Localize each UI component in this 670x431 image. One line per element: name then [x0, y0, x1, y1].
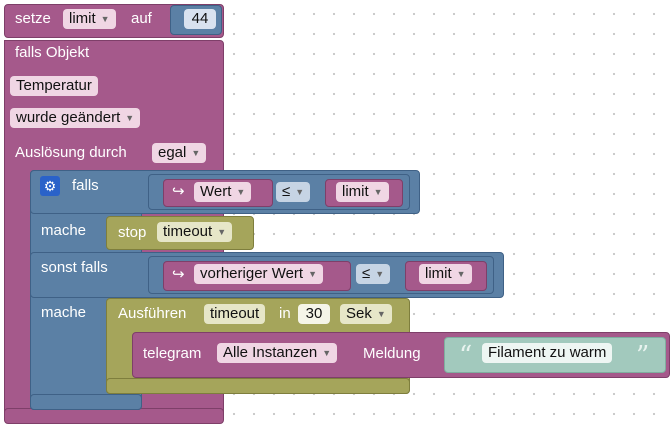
return-arrow-icon: ↪	[172, 183, 185, 200]
cond2-operator-dropdown[interactable]: ≤▼	[356, 264, 391, 284]
dropdown-arrow-icon: ▼	[308, 269, 318, 279]
meldung-label: Meldung	[363, 345, 421, 362]
dropdown-arrow-icon: ▼	[373, 187, 383, 197]
quote-icon: ”	[636, 341, 650, 371]
dropdown-arrow-icon: ▼	[376, 309, 386, 319]
dropdown-arrow-icon: ▼	[191, 148, 201, 158]
set-variable-dropdown[interactable]: limit▼	[63, 9, 116, 29]
ausfuehren-label: Ausführen	[118, 305, 187, 322]
ausloesung-dropdown[interactable]: egal▼	[152, 143, 207, 163]
dropdown-arrow-icon: ▼	[236, 187, 246, 197]
ausloesung-label: Auslösung durch	[15, 144, 127, 161]
dropdown-arrow-icon: ▼	[322, 348, 332, 358]
falls-label: falls	[72, 177, 99, 194]
cond2-left-dropdown[interactable]: vorheriger Wert▼	[194, 264, 324, 284]
set-value-field[interactable]: 44	[184, 9, 216, 29]
dropdown-arrow-icon: ▼	[375, 269, 385, 279]
return-arrow-icon: ↪	[172, 266, 185, 283]
in-label: in	[279, 305, 291, 322]
quote-icon: “	[459, 341, 473, 371]
dropdown-arrow-icon: ▼	[100, 14, 110, 24]
sonst-falls-label: sonst falls	[41, 259, 108, 276]
dropdown-arrow-icon: ▼	[125, 113, 135, 123]
trigger-block-bottom	[4, 408, 224, 424]
cond1-operator-dropdown[interactable]: ≤▼	[276, 182, 311, 202]
stop-dropdown[interactable]: timeout▼	[157, 222, 233, 242]
dropdown-arrow-icon: ▼	[217, 227, 227, 237]
mache-label-2: mache	[41, 304, 87, 321]
falls-objekt-label: falls Objekt	[15, 44, 90, 61]
set-label: setze	[15, 10, 51, 27]
mache-label-1: mache	[41, 222, 87, 239]
telegram-label: telegram	[143, 345, 202, 362]
timeout-amount-field[interactable]: 30	[298, 304, 330, 324]
auf-label: auf	[131, 10, 152, 27]
cond1-left-dropdown[interactable]: Wert▼	[194, 182, 252, 202]
condition-dropdown[interactable]: wurde geändert▼	[10, 108, 141, 128]
object-field[interactable]: Temperatur	[10, 76, 98, 96]
timeout-unit-dropdown[interactable]: Sek▼	[340, 304, 392, 324]
stop-label: stop	[118, 224, 147, 241]
dropdown-arrow-icon: ▼	[456, 269, 466, 279]
timeout-name-field[interactable]: timeout	[204, 304, 266, 324]
telegram-instance-dropdown[interactable]: Alle Instanzen▼	[217, 343, 338, 363]
cond1-right-dropdown[interactable]: limit▼	[336, 182, 389, 202]
cond2-right-dropdown[interactable]: limit▼	[419, 264, 472, 284]
if-block-bottom	[30, 394, 142, 410]
message-field[interactable]: Filament zu warm	[482, 343, 613, 363]
dropdown-arrow-icon: ▼	[295, 187, 305, 197]
gear-icon[interactable]: ⚙	[40, 176, 60, 196]
timeout-block-bottom	[106, 378, 410, 394]
